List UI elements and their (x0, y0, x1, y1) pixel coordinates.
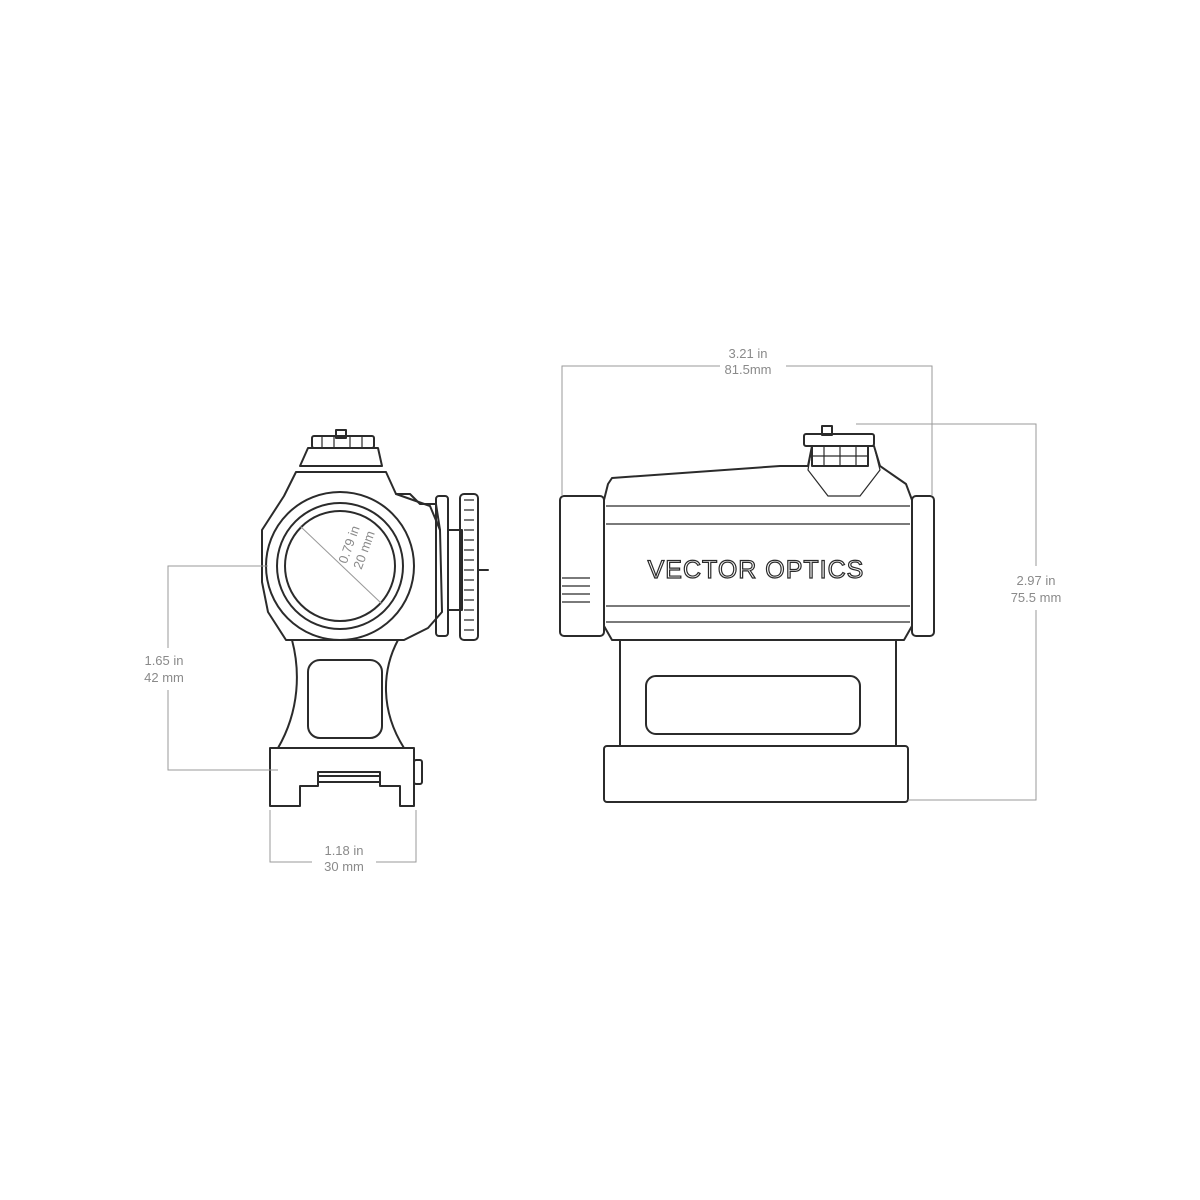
side-dimension-lines (561, 365, 1037, 801)
height-in-label: 2.97 in (1016, 573, 1055, 588)
front-top-turret (299, 429, 383, 467)
front-view (167, 429, 489, 863)
dimension-labels: 3.21 in 81.5mm 2.97 in 75.5 mm 0.79 in 2… (144, 346, 1061, 874)
brand-logo: VECTOR OPTICS (648, 556, 865, 584)
front-rail-clamp (269, 747, 423, 807)
side-body (603, 445, 913, 641)
axis-height-in-label: 1.65 in (144, 653, 183, 668)
side-end-caps (559, 495, 935, 637)
axis-height-mm-label: 42 mm (144, 670, 184, 685)
front-dimension-lines (167, 565, 417, 863)
front-housing (261, 471, 443, 641)
height-mm-label: 75.5 mm (1011, 590, 1062, 605)
front-objective-lens (265, 491, 415, 641)
front-side-dial (395, 493, 489, 641)
side-rail-base (603, 745, 909, 803)
length-mm-label: 81.5mm (725, 362, 772, 377)
side-riser-mount (619, 639, 897, 747)
mount-width-mm-label: 30 mm (324, 859, 364, 874)
length-in-label: 3.21 in (728, 346, 767, 361)
front-riser-mount (277, 639, 405, 749)
mount-width-in-label: 1.18 in (324, 843, 363, 858)
side-view: VECTOR OPTICS (559, 365, 1037, 803)
